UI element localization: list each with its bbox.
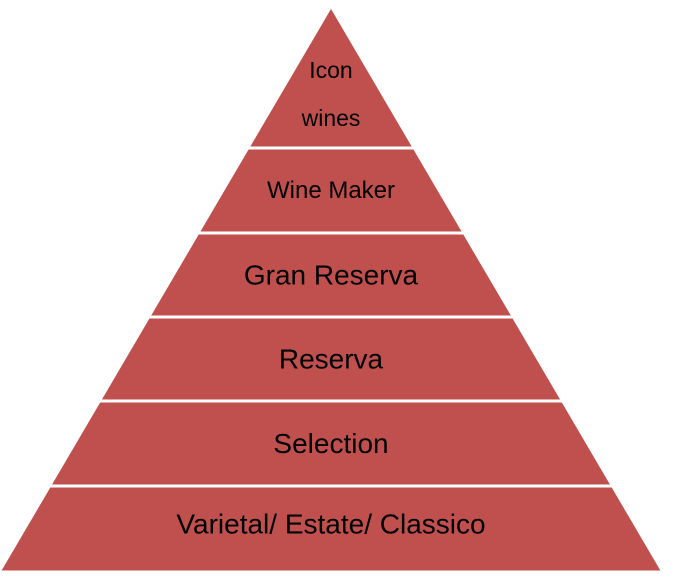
tier-reserva: Reserva — [96, 315, 566, 403]
tier-label-gran-reserva: Gran Reserva — [244, 260, 419, 291]
tier-varietal-estate-classico: Varietal/ Estate/ Classico — [0, 484, 666, 574]
tier-label-varietal-estate-classico: Varietal/ Estate/ Classico — [176, 509, 485, 540]
tier-selection: Selection — [46, 399, 616, 488]
tier-shape-varietal-estate-classico — [0, 484, 666, 574]
tier-label-reserva: Reserva — [279, 344, 384, 375]
tier-icon-wines: Icon wines — [245, 3, 417, 150]
tier-label-selection: Selection — [273, 428, 388, 459]
tier-label-icon-wines-line-1: Icon — [309, 57, 352, 83]
tier-label-wine-maker: Wine Maker — [267, 177, 395, 204]
tier-wine-maker: Wine Maker — [195, 146, 467, 235]
tier-gran-reserva: Gran Reserva — [145, 231, 517, 319]
tier-label-icon-wines-line-2: wines — [301, 105, 361, 131]
